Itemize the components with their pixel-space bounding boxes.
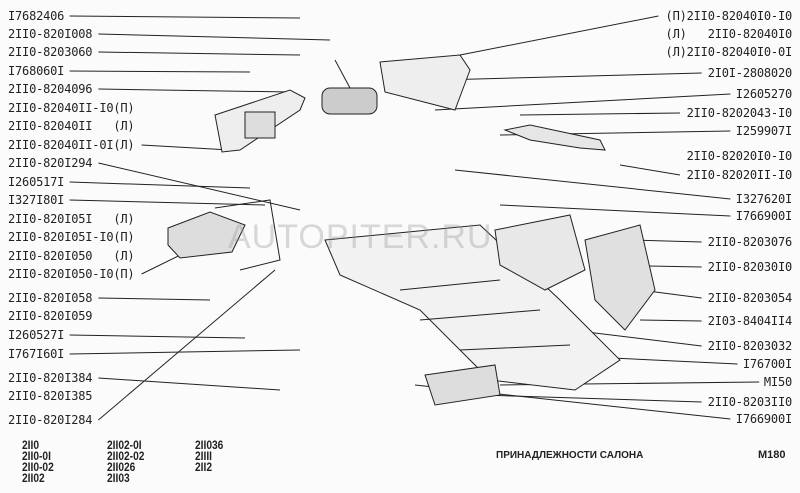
right-part-label: 2II0-8202043-I0 <box>686 106 793 120</box>
side-mirror <box>167 211 246 259</box>
left-part-label: 2II0-8204096 <box>8 82 93 96</box>
right-part-label: 2II0-8203076 <box>707 235 792 249</box>
right-part-label: 2II0-82020I0-I0 <box>686 149 793 163</box>
left-part-label: I327I80I <box>8 193 65 207</box>
left-part-label: 2II0-820I059 <box>8 309 93 323</box>
left-part-label: I768060I <box>8 64 65 78</box>
right-part-label: (П)2II0-82040I0-I0 <box>665 9 793 23</box>
left-part-label: 2II0-820I385 <box>8 389 93 403</box>
leader-line <box>639 319 702 322</box>
leader-line <box>454 169 731 200</box>
left-part-label: I7682406 <box>8 9 65 23</box>
console-tray <box>424 364 501 406</box>
leader-lines <box>69 15 760 421</box>
right-part-label: I766900I <box>735 412 792 426</box>
leader-line <box>69 181 251 189</box>
right-part-label: I327620I <box>735 192 792 206</box>
leader-line <box>619 164 681 176</box>
leader-line <box>69 199 266 206</box>
leader-line <box>69 15 301 19</box>
left-part-label: 2II0-82040II-0I(Л) <box>8 138 135 152</box>
left-part-label: 2II0-820I294 <box>8 156 93 170</box>
leader-line <box>98 51 301 56</box>
leader-line <box>434 93 731 111</box>
right-part-label: I76700I <box>742 357 792 371</box>
leader-line <box>69 334 246 339</box>
right-part-label: 2I03-8404II4 <box>707 314 792 328</box>
right-part-label: 2II0-82020II-I0 <box>686 168 793 182</box>
left-part-label: I767I60I <box>8 347 65 361</box>
leader-line <box>69 70 251 73</box>
page-code: M180 <box>758 449 786 461</box>
right-part-label: 2II0-8203032 <box>707 339 792 353</box>
left-part-label: 2II0-820I058 <box>8 291 93 305</box>
watermark: AUTOPITER.RU <box>228 218 493 256</box>
right-part-label: I259907I <box>735 124 792 138</box>
left-part-label: 2II0-8203060 <box>8 45 93 59</box>
left-part-label: I260527I <box>8 328 65 342</box>
right-part-label: 2I0I-2808020 <box>707 66 792 80</box>
leader-line <box>454 15 659 57</box>
visor-mirror <box>244 111 276 139</box>
leader-line <box>98 33 331 41</box>
diagram-title: ПРИНАДЛЕЖНОСТИ САЛОНА <box>496 450 644 461</box>
left-part-label: I260517I <box>8 175 65 189</box>
leader-line <box>141 144 231 151</box>
left-part-label: 2II0-82040II (Л) <box>8 119 135 133</box>
leader-line <box>499 204 731 217</box>
rear-view-mirror <box>321 87 378 115</box>
sun-visor-right <box>379 54 471 111</box>
right-part-label: (Л)2II0-82040I0-0I <box>665 45 793 59</box>
right-part-label: 2II0-82030I0 <box>707 260 792 274</box>
right-part-label: I766900I <box>735 209 792 223</box>
armrest-box <box>494 214 586 291</box>
mirror-stem <box>334 59 351 89</box>
leader-line <box>439 72 702 81</box>
left-part-label: 2II0-820I008 <box>8 27 93 41</box>
grab-handle <box>503 124 606 151</box>
mirror-bracket <box>214 199 281 271</box>
left-part-label: 2II0-820I05I-I0(П) <box>8 230 135 244</box>
leader-line <box>98 297 211 301</box>
right-part-label: 2II0-8203054 <box>707 291 792 305</box>
console-pocket <box>584 224 656 331</box>
leader-line <box>98 377 281 391</box>
right-part-label: (Л) 2II0-82040I0 <box>665 27 793 41</box>
right-part-label: MI50 <box>763 375 792 389</box>
right-part-label: 2II0-8203II0 <box>707 395 792 409</box>
leader-line <box>519 112 681 116</box>
leader-line <box>69 349 301 355</box>
left-part-label: 2II0-820I384 <box>8 371 93 385</box>
left-part-label: 2II0-82040II-I0(П) <box>8 101 135 115</box>
left-part-label: 2II0-820I284 <box>8 413 93 427</box>
left-part-label: 2II0-820I05I (Л) <box>8 212 135 226</box>
leader-line <box>98 269 276 421</box>
leader-line <box>98 88 291 93</box>
right-part-label: I2605270 <box>735 87 792 101</box>
left-part-label: 2II0-820I050-I0(П) <box>8 267 135 281</box>
left-part-label: 2II0-820I050 (Л) <box>8 249 135 263</box>
